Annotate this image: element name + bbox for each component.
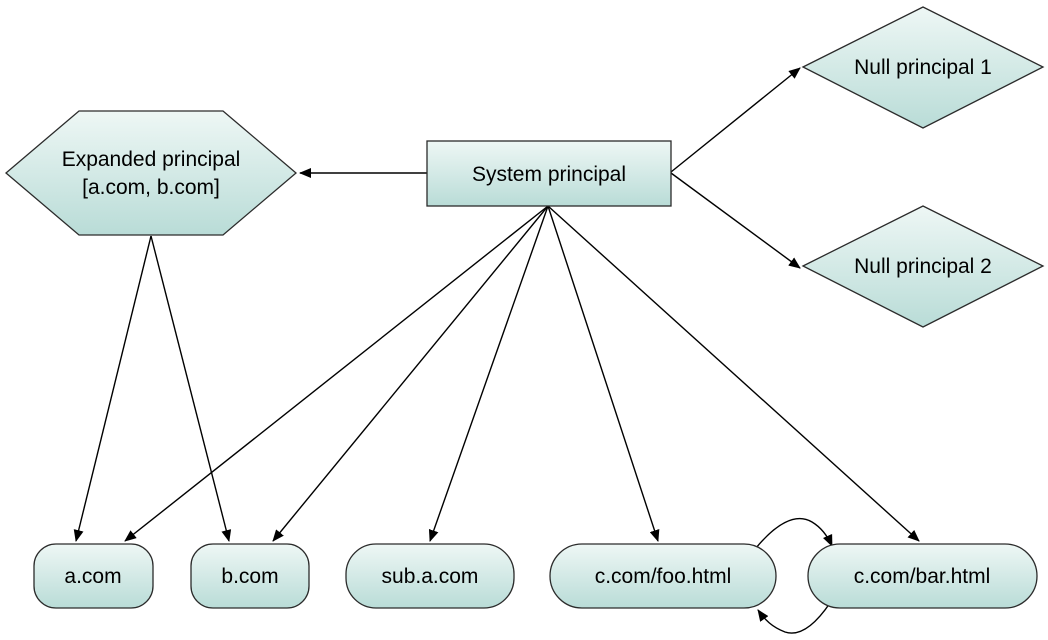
node-bcom-shape [190, 543, 310, 609]
node-bcom-label: b.com [221, 565, 278, 588]
node-a-com: a.com [33, 543, 154, 609]
node-null1-label: Null principal 1 [854, 56, 992, 79]
node-foo-shape [549, 543, 777, 609]
edge-bar-to-foo [757, 602, 831, 634]
node-bar-label: c.com/bar.html [854, 565, 991, 588]
node-bar-shape [807, 543, 1038, 609]
node-c-com-foo-html: c.com/foo.html [549, 543, 777, 609]
node-null2-label: Null principal 2 [854, 255, 992, 278]
edge-foo-to-bar [755, 517, 833, 549]
node-expanded-label-line2: [a.com, b.com] [82, 176, 220, 199]
edge-system-to-foo [547, 205, 660, 542]
edge-expanded-to-bcom [150, 235, 232, 542]
node-c-com-bar-html: c.com/bar.html [807, 543, 1038, 609]
node-sub-a-com: sub.a.com [345, 543, 515, 609]
edge-system-to-null1 [670, 67, 801, 173]
edge-system-to-subacom [428, 205, 549, 542]
node-expanded-principal: Expanded principal [a.com, b.com] [4, 110, 298, 236]
edge-expanded-to-acom [73, 235, 152, 542]
node-acom-label: a.com [64, 565, 121, 588]
node-acom-shape [33, 543, 154, 609]
node-subacom-shape [345, 543, 515, 609]
edge-system-to-acom [124, 205, 549, 542]
node-system-shape [426, 140, 672, 207]
node-null-principal-2: Null principal 2 [801, 205, 1045, 328]
edge-system-to-bcom [272, 205, 549, 542]
edge-system-to-null2 [670, 172, 801, 269]
node-foo-label: c.com/foo.html [595, 565, 732, 588]
node-null2-shape [801, 205, 1045, 328]
edges [73, 67, 920, 634]
node-subacom-label: sub.a.com [382, 565, 479, 588]
edge-system-to-bar [547, 205, 920, 542]
node-b-com: b.com [190, 543, 310, 609]
node-null1-shape [801, 6, 1045, 129]
node-system-principal: System principal [426, 140, 672, 207]
node-null-principal-1: Null principal 1 [801, 6, 1045, 129]
node-expanded-label-line1: Expanded principal [62, 148, 241, 171]
node-expanded-shape [4, 110, 298, 236]
node-system-label: System principal [472, 163, 626, 186]
